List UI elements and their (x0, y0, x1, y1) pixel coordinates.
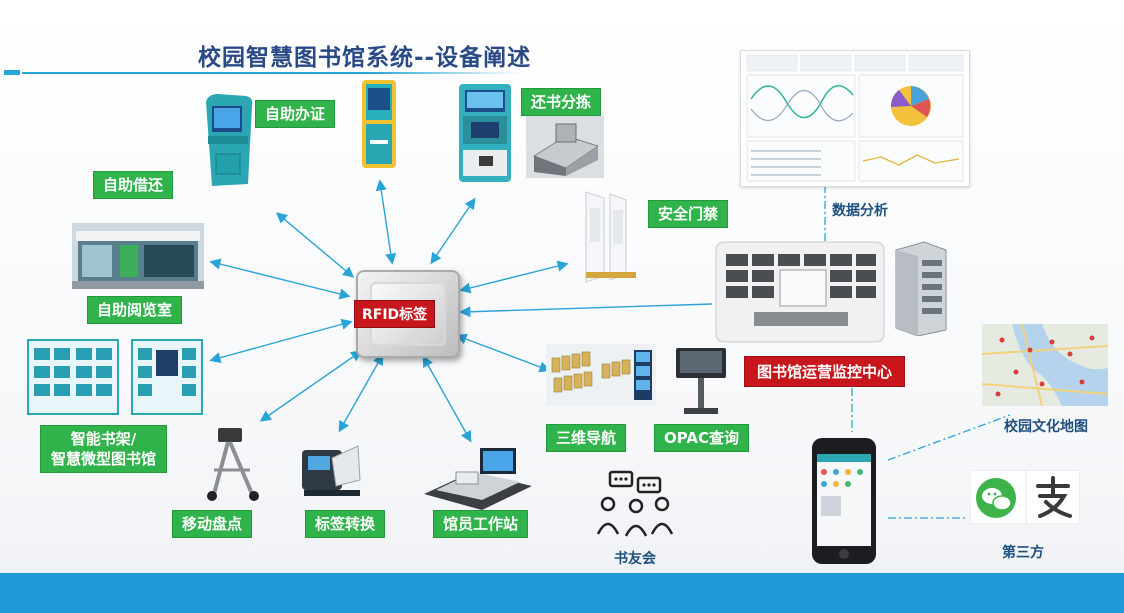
reading-booth-icon (72, 223, 204, 289)
label-self-card: 自助办证 (255, 100, 336, 128)
link-security-gate (459, 260, 569, 294)
hub-label: RFID标签 (354, 300, 436, 328)
label-tag-convert: 标签转换 (305, 510, 386, 538)
label-nav-3d: 三维导航 (546, 424, 627, 452)
label-staff-station: 馆员工作站 (433, 510, 529, 538)
inventory-cart-icon (207, 428, 259, 501)
nav-screen-icon (546, 344, 656, 406)
link-monitor (459, 303, 713, 318)
server-rack-icon (895, 241, 947, 336)
dashboard-chart-icon (740, 50, 970, 187)
link-reading-room (209, 258, 351, 300)
label-smart-shelf: 智能书架/ 智慧微型图书馆 (40, 425, 168, 473)
link-phone-map (887, 414, 1011, 461)
bottom-bar (0, 573, 1124, 613)
label-third-party: 第三方 (1002, 545, 1044, 561)
link-tag-convert (338, 353, 384, 433)
label-smart-shelf-line2: 智慧微型图书馆 (51, 450, 157, 468)
label-opac: OPAC查询 (654, 424, 749, 452)
label-mobile-inventory: 移动盘点 (172, 510, 253, 538)
label-monitor-center: 图书馆运营监控中心 (744, 356, 906, 387)
label-campus-map: 校园文化地图 (1004, 419, 1088, 435)
security-gate-icon (585, 191, 636, 283)
sorting-machine-icon (526, 116, 604, 178)
alipay-icon (1026, 470, 1080, 524)
opac-terminal-icon (676, 348, 726, 414)
bookshelf-icon (27, 339, 203, 415)
people-chat-icon (596, 470, 674, 537)
monitor-room-icon (715, 241, 885, 343)
link-self-card (375, 179, 397, 265)
kiosk-icon (459, 84, 511, 182)
link-nav (455, 333, 551, 373)
link-smart-shelf (209, 318, 353, 364)
smartphone-icon (812, 438, 876, 564)
map-icon (982, 324, 1108, 406)
workstation-icon (424, 448, 532, 510)
label-reading-room: 自助阅览室 (87, 296, 183, 324)
title-underline (22, 72, 522, 74)
label-return-sort: 还书分拣 (521, 88, 602, 116)
kiosk-icon (362, 80, 396, 168)
link-staff-station (422, 355, 472, 443)
tag-converter-icon (302, 445, 361, 496)
label-smart-shelf-line1: 智能书架/ (70, 430, 137, 448)
dashboard-graphics (746, 54, 964, 182)
link-return-sort (430, 197, 476, 265)
page-title: 校园智慧图书馆系统--设备阐述 (198, 45, 532, 71)
label-data-analysis: 数据分析 (832, 203, 888, 219)
label-book-club: 书友会 (614, 551, 656, 567)
link-self-borrow (275, 212, 355, 278)
link-mobile-inventory (259, 350, 363, 422)
rfid-chip-icon: RFID标签 (354, 270, 460, 358)
label-self-borrow: 自助借还 (93, 171, 174, 199)
label-security-gate: 安全门禁 (648, 200, 729, 228)
wechat-icon (970, 470, 1026, 524)
kiosk-icon (206, 94, 253, 186)
title-accent (4, 70, 20, 75)
